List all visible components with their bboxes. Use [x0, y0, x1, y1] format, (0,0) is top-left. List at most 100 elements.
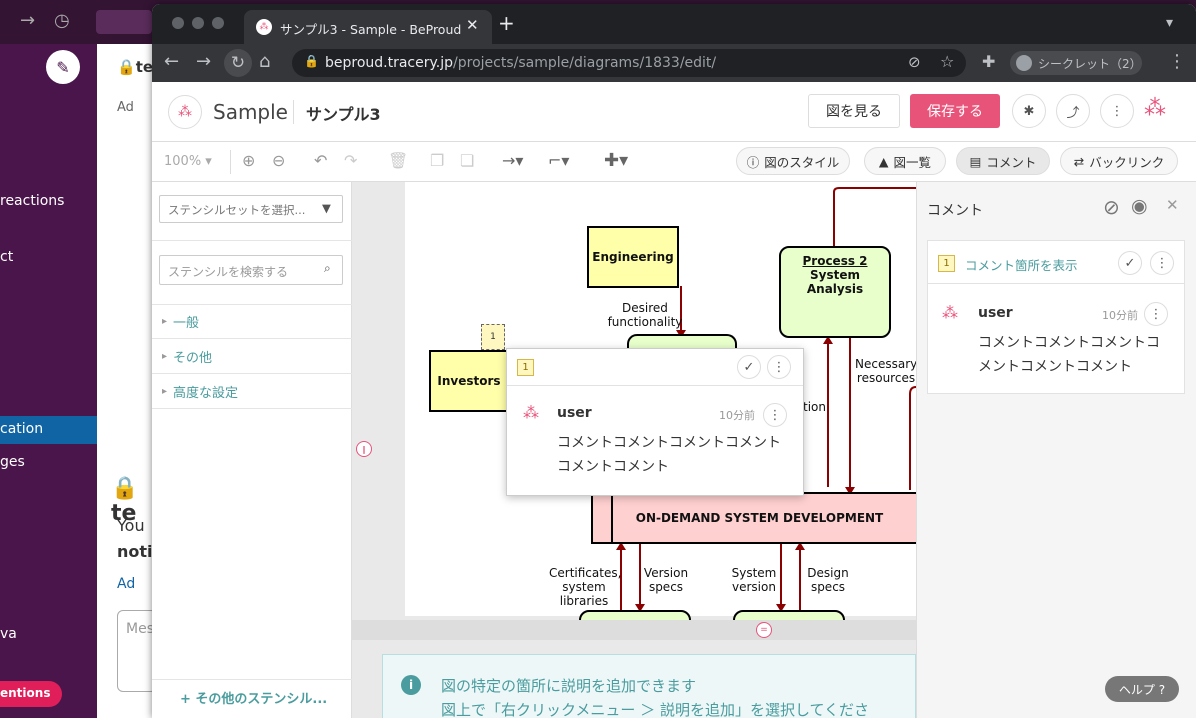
- insert-icon[interactable]: ✚▾: [604, 150, 629, 171]
- more-menu-icon[interactable]: ⋮: [1144, 302, 1168, 326]
- divider: [293, 100, 294, 124]
- tab-search-icon[interactable]: ▾: [1166, 15, 1174, 31]
- sidebar-mentions-button: entions: [0, 681, 62, 707]
- edge-label: Design specs: [807, 566, 849, 594]
- ondemand-node[interactable]: ON-DEMAND SYSTEM DEVELOPMENT: [591, 492, 916, 544]
- text: notif: [117, 542, 160, 561]
- divider: [152, 240, 352, 241]
- more-menu-icon[interactable]: ⋮: [767, 355, 791, 379]
- comment-badge: 1: [938, 255, 955, 272]
- message-box: Mes: [117, 610, 157, 692]
- to-back-icon[interactable]: ❏: [460, 151, 475, 170]
- zoom-in-icon[interactable]: ⊕: [242, 151, 256, 170]
- add-link: Ad: [117, 100, 134, 115]
- info-text: 図の特定の箇所に説明を追加できます: [441, 677, 697, 695]
- share-icon[interactable]: ⤴: [1056, 94, 1090, 128]
- app-logo-icon[interactable]: ⁂: [168, 95, 202, 129]
- close-icon[interactable]: ✕: [1166, 196, 1179, 214]
- maximize-window-icon[interactable]: [212, 17, 224, 29]
- comment-time: 10分前: [719, 409, 755, 422]
- resolve-check-icon[interactable]: ✓: [737, 355, 761, 379]
- back-icon[interactable]: ←: [164, 51, 180, 72]
- more-menu-icon[interactable]: ⋮: [1100, 94, 1134, 128]
- help-button[interactable]: ヘルプ ?: [1105, 676, 1179, 702]
- zoom-out-icon[interactable]: ⊖: [272, 151, 286, 170]
- diagram-list-button[interactable]: ▲図一覧: [864, 147, 946, 175]
- forward-icon[interactable]: →: [196, 51, 212, 72]
- ondemand-label: ON-DEMAND SYSTEM DEVELOPMENT: [635, 511, 884, 525]
- stencil-set-select[interactable]: ステンシルセットを選択... ▼: [159, 195, 343, 223]
- address-field[interactable]: 🔒 beproud.tracery.jp/projects/sample/dia…: [292, 49, 966, 77]
- zoom-select[interactable]: 100% ▾: [164, 154, 212, 169]
- edge-label: Necessary resources: [855, 357, 918, 385]
- more-menu-icon[interactable]: ⋮: [763, 403, 787, 427]
- project-name[interactable]: Sample: [213, 100, 288, 124]
- process2-node[interactable]: Process 2 System Analysis: [779, 246, 891, 338]
- slack-icon[interactable]: ✱: [1012, 94, 1046, 128]
- comment-marker[interactable]: 1: [481, 324, 505, 350]
- url-text: beproud.tracery.jp/projects/sample/diagr…: [325, 55, 717, 71]
- eye-off-icon[interactable]: ⊘: [908, 53, 921, 71]
- info-box: i 図の特定の箇所に説明を追加できます 図上で「右クリックメニュー ＞ 説明を追…: [382, 654, 916, 718]
- close-tab-icon[interactable]: ✕: [466, 16, 479, 34]
- backlink-button[interactable]: ⇄バックリンク: [1060, 147, 1178, 175]
- home-icon[interactable]: ⌂: [259, 51, 271, 72]
- undo-icon[interactable]: ↶: [314, 151, 328, 170]
- hide-comments-icon[interactable]: ◉: [1131, 195, 1148, 217]
- comment-button[interactable]: ▤コメント: [956, 147, 1050, 175]
- info-text: 図上で「右クリックメニュー ＞ 説明を追加」を選択してくださ: [441, 701, 870, 718]
- splitter-handle[interactable]: =: [756, 622, 772, 638]
- more-menu-icon[interactable]: ⋮: [1150, 251, 1174, 275]
- info-area: = i 図の特定の箇所に説明を追加できます 図上で「右クリックメニュー ＞ 説明…: [352, 620, 916, 718]
- redo-icon[interactable]: ↷: [344, 151, 358, 170]
- stencil-section[interactable]: ▸一般: [152, 304, 352, 339]
- waypoint-style-icon[interactable]: ⌐▾: [548, 151, 570, 170]
- connection-style-icon[interactable]: →▾: [502, 151, 524, 170]
- view-diagram-button[interactable]: 図を見る: [808, 94, 900, 128]
- add-link: Ad: [117, 576, 136, 592]
- browser-tab[interactable]: ⁂ サンプル3 - Sample - BeProud ✕: [244, 10, 492, 44]
- engineering-node[interactable]: Engineering: [587, 226, 679, 288]
- edge-label: Version specs: [643, 566, 689, 594]
- resolve-check-icon[interactable]: ✓: [1118, 251, 1142, 275]
- ondemand-divider: [611, 494, 613, 542]
- process2-title: Process 2: [802, 254, 868, 268]
- comment-icon: ▤: [969, 153, 982, 169]
- edge-label: Desired functionality: [607, 301, 683, 329]
- resolve-all-icon[interactable]: ⊘: [1103, 195, 1120, 219]
- info-icon: i: [401, 675, 421, 695]
- new-tab-icon[interactable]: +: [498, 11, 515, 35]
- bookmark-star-icon[interactable]: ☆: [940, 52, 955, 71]
- panel-resize-handle[interactable]: ∥: [356, 441, 372, 457]
- lock-icon: 🔒: [304, 54, 319, 68]
- sidebar-item: va: [0, 626, 17, 642]
- extensions-icon[interactable]: ✚: [982, 52, 996, 71]
- message-placeholder: Mes: [126, 621, 154, 637]
- splitter[interactable]: =: [352, 620, 916, 640]
- comment-text: コメントコメントコメントコメント: [557, 435, 781, 451]
- more-stencils-link[interactable]: + その他のステンシル...: [180, 692, 328, 707]
- background-sidebar: ✎ reactions ct cation ges va entions: [0, 44, 97, 718]
- stencil-section[interactable]: ▸その他: [152, 339, 352, 374]
- show-location-link[interactable]: コメント箇所を表示: [965, 258, 1078, 273]
- shapes-icon: ▲: [878, 153, 889, 169]
- investors-node[interactable]: Investors: [429, 350, 509, 412]
- minimize-window-icon[interactable]: [192, 17, 204, 29]
- stencil-section[interactable]: ▸高度な設定: [152, 374, 352, 409]
- comment-text: コメントコメントコメントコ: [978, 335, 1160, 351]
- comment-popup: 1 ✓ ⋮ ⁂ user 10分前 ⋮ コメントコメントコメントコメント コメン…: [506, 348, 804, 496]
- compose-icon: ✎: [46, 50, 80, 84]
- delete-icon[interactable]: 🗑: [388, 151, 409, 170]
- reload-icon[interactable]: ↻: [224, 49, 252, 77]
- comment-user: user: [978, 305, 1013, 321]
- to-front-icon[interactable]: ❐: [430, 151, 445, 170]
- close-window-icon[interactable]: [172, 17, 184, 29]
- comment-badge: 1: [517, 359, 534, 376]
- incognito-badge[interactable]: シークレット（2）: [1010, 51, 1142, 75]
- browser-menu-icon[interactable]: ⋮: [1168, 51, 1186, 72]
- save-button[interactable]: 保存する: [910, 94, 1000, 128]
- url-bar: ← → ↻ ⌂ 🔒 beproud.tracery.jp/projects/sa…: [152, 44, 1196, 82]
- stencil-search-input[interactable]: ステンシルを検索する ⌕: [159, 255, 343, 285]
